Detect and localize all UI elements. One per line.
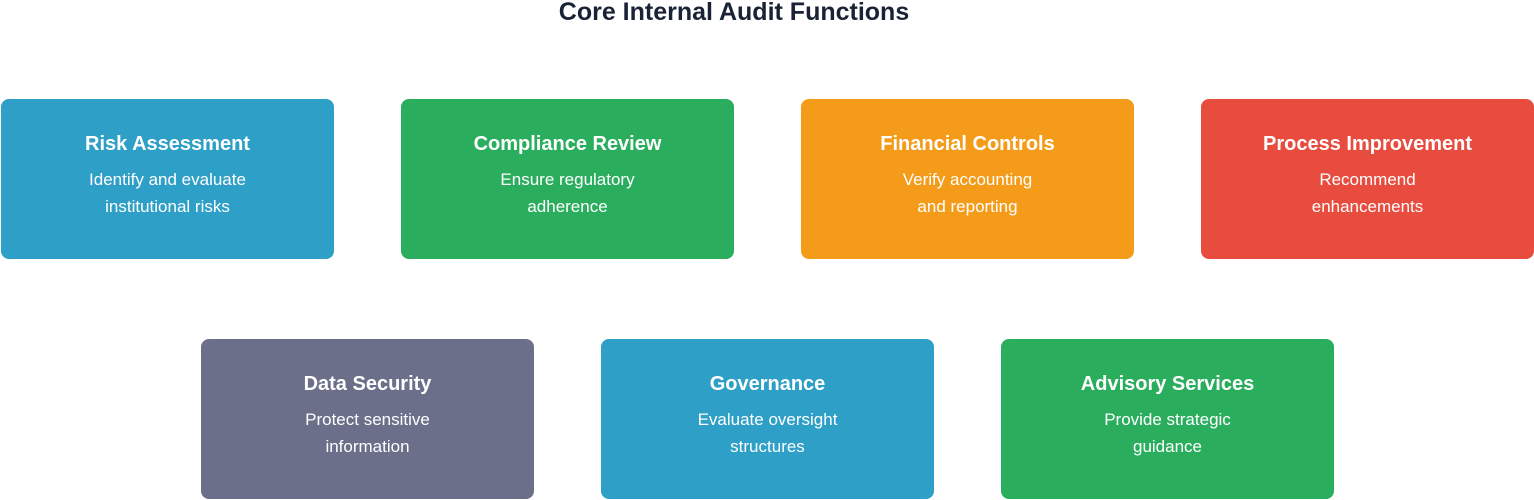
card-description-line: Protect sensitive <box>305 410 430 429</box>
card-governance: Governance Evaluate oversight structures <box>601 339 934 499</box>
card-description-line: guidance <box>1132 436 1202 456</box>
card-description-line: Evaluate oversight <box>697 410 838 429</box>
card-title: Data Security <box>303 373 432 395</box>
card-risk-assessment: Risk Assessment Identify and evaluate in… <box>1 99 334 259</box>
card-description: Identify and evaluate institutional risk… <box>1 167 334 220</box>
card-financial-controls: Financial Controls Verify accounting and… <box>801 99 1134 259</box>
card-data-security: Data Security Protect sensitive informat… <box>201 339 534 499</box>
card-description: Protect sensitive information <box>201 407 534 460</box>
card-title: Governance <box>709 373 826 395</box>
card-title: Compliance Review <box>473 133 662 155</box>
card-title: Risk Assessment <box>85 133 250 155</box>
card-title: Process Improvement <box>1263 133 1472 155</box>
card-description-line: structures <box>730 436 805 456</box>
card-description-line: Identify and evaluate <box>89 170 246 189</box>
card-title: Advisory Services <box>1080 373 1255 395</box>
card-description-line: information <box>325 436 410 456</box>
card-description: Provide strategic guidance <box>1001 407 1334 460</box>
card-description: Verify accounting and reporting <box>801 167 1134 220</box>
card-description-line: and reporting <box>917 196 1018 216</box>
card-process-improvement: Process Improvement Recommend enhancemen… <box>1201 99 1534 259</box>
card-advisory-services: Advisory Services Provide strategic guid… <box>1001 339 1334 499</box>
card-description-line: adherence <box>527 196 608 216</box>
card-description: Evaluate oversight structures <box>601 407 934 460</box>
card-description: Ensure regulatory adherence <box>401 167 734 220</box>
card-description-line: Verify accounting <box>902 170 1033 189</box>
card-description-line: institutional risks <box>105 196 230 216</box>
card-description-line: enhancements <box>1311 196 1424 216</box>
page-title: Core Internal Audit Functions <box>558 0 910 26</box>
card-title: Financial Controls <box>880 133 1055 155</box>
card-description-line: Provide strategic <box>1104 410 1231 429</box>
card-compliance-review: Compliance Review Ensure regulatory adhe… <box>401 99 734 259</box>
card-description-line: Recommend <box>1319 170 1416 189</box>
card-description: Recommend enhancements <box>1201 167 1534 220</box>
card-description-line: Ensure regulatory <box>500 170 635 189</box>
